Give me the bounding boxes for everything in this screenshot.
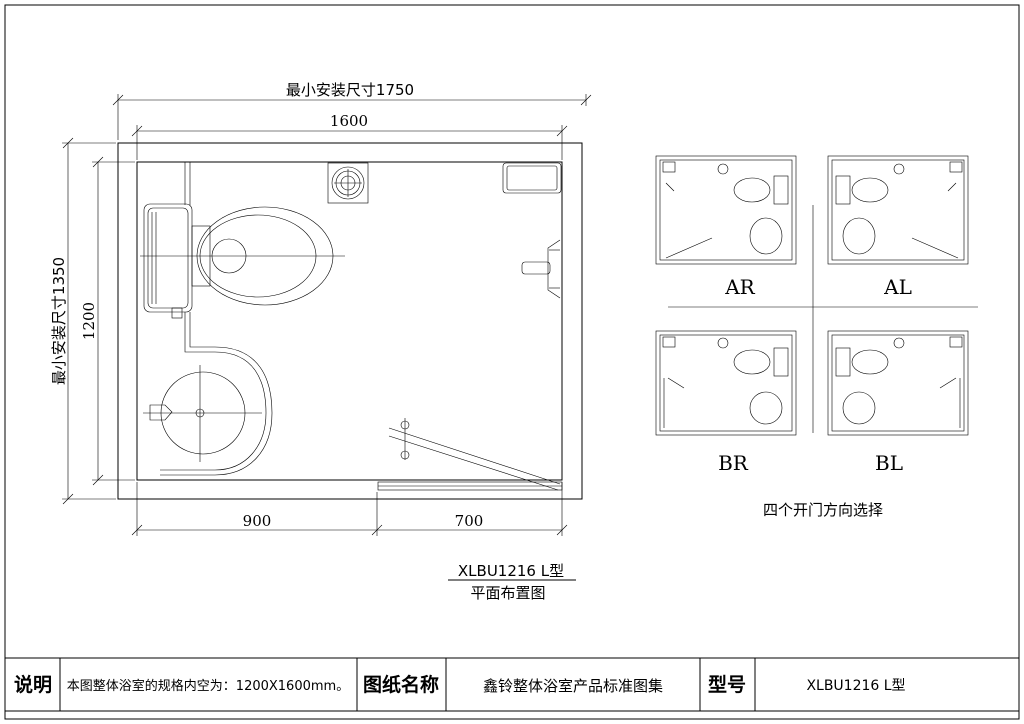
dim-min-install-height [62,137,116,505]
dim-min-install-width [112,94,592,140]
dim-height [92,156,135,486]
variant-br-plan [655,330,797,436]
note-text: 本图整体浴室的规格内空为：1200X1600mm。 [67,678,349,694]
label-width: 1600 [330,112,368,130]
sheet-border [4,4,1020,720]
variant-ar-code: AR [724,275,755,299]
plan-title: 平面布置图 [470,584,545,602]
label-min-install-height: 最小安装尺寸1350 [50,257,68,385]
model-no-label: 型号 [708,673,746,696]
dim-width [131,125,568,160]
variant-al-code: AL [883,275,912,299]
main-floor-plan: 最小安装尺寸1750 1600 最小安装尺寸1350 1200 [50,81,592,602]
floor-drain [327,162,369,204]
drawing-name-label: 图纸名称 [363,673,439,696]
label-min-install-width: 最小安装尺寸1750 [286,81,414,99]
note-label: 说明 [14,673,52,696]
label-left-segment: 900 [243,512,272,530]
door-variants: AR AL BR BL 四个开门方向选择 [655,155,978,519]
inner-wall [136,161,563,481]
outer-wall [117,142,583,500]
variant-al-plan [827,155,969,265]
shower-door [377,418,563,491]
drawing-name: 鑫铃整体浴室产品标准图集 [483,677,663,695]
variants-caption: 四个开门方向选择 [763,501,883,519]
corner-shelf [502,162,562,194]
variant-bl-plan [827,330,969,436]
label-height: 1200 [80,302,98,340]
toilet [140,203,345,319]
dim-bottom-segments [131,482,568,536]
label-right-segment: 700 [455,512,484,530]
model-no: XLBU1216 L型 [806,678,905,694]
shower-mixer [521,239,561,299]
variant-bl-code: BL [875,451,903,475]
variant-ar-plan [655,155,797,265]
model-label: XLBU1216 L型 [458,562,564,580]
title-block: 说明 本图整体浴室的规格内空为：1200X1600mm。 图纸名称 鑫铃整体浴室… [4,657,1020,712]
wash-basin [143,346,273,476]
variant-br-code: BR [718,451,749,475]
